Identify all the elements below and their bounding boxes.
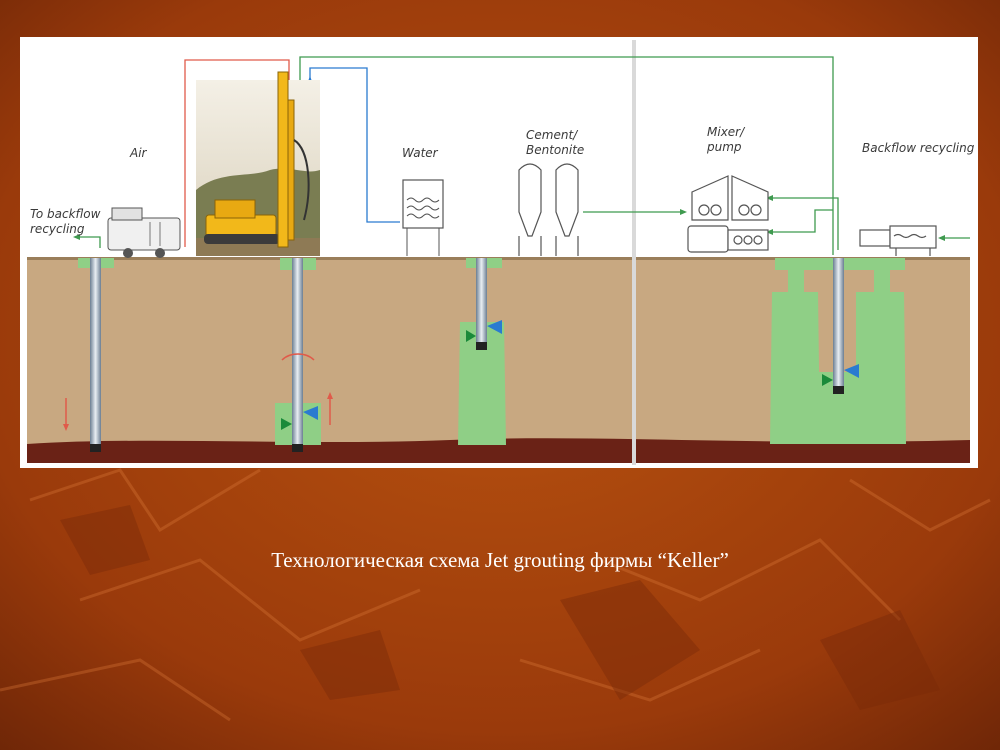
label-pump: pump xyxy=(706,140,742,154)
recycle-return-line-2 xyxy=(773,209,833,233)
mixer-pump xyxy=(687,175,769,253)
borehole-column-group xyxy=(770,258,906,444)
drilling-rig-photo xyxy=(196,71,320,256)
air-compressor xyxy=(107,207,181,258)
water-line xyxy=(309,67,400,223)
label-to-backflow-recycling: recycling xyxy=(30,222,85,236)
backflow-out-line xyxy=(80,236,101,248)
borehole-backflow xyxy=(63,258,114,452)
label-cement: Cement/ xyxy=(526,128,579,142)
water-tank xyxy=(402,179,444,256)
air-line xyxy=(184,59,290,247)
grout-line xyxy=(299,56,834,255)
background-texture xyxy=(0,468,991,722)
borehole-column xyxy=(458,258,506,445)
label-backflow-recycling: Backflow recycling xyxy=(862,141,975,155)
label-bentonite: Bentonite xyxy=(526,143,584,157)
bedrock-layer xyxy=(27,438,970,463)
backflow-recycling-unit xyxy=(859,225,937,256)
label-mixer: Mixer/ xyxy=(707,125,746,139)
label-to-backflow: To backflow xyxy=(30,207,101,221)
slide-caption: Технологическая схема Jet grouting фирмы… xyxy=(271,548,729,572)
page-fold xyxy=(632,40,636,465)
borehole-jetting xyxy=(275,258,333,452)
label-air: Air xyxy=(129,146,148,160)
cement-silos xyxy=(518,163,579,256)
label-water: Water xyxy=(402,146,439,160)
recycle-return-line xyxy=(773,197,839,250)
background-shards xyxy=(60,505,940,710)
